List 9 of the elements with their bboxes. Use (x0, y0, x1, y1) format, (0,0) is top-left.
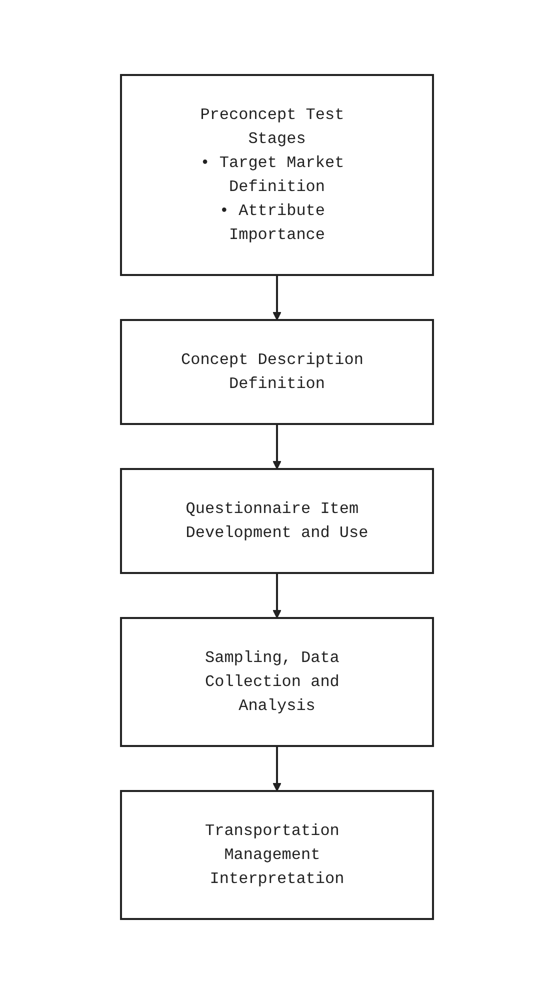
arrow (272, 424, 282, 470)
node-box: Questionnaire Item Development and Use (120, 468, 434, 574)
arrow (272, 275, 282, 320)
node-box: Sampling, Data Collection and Analysis (120, 617, 434, 747)
node-box: Transportation Management Interpretation (120, 790, 434, 920)
node-box: Concept Description Definition (120, 319, 434, 425)
node-box: Preconcept Test Stages • Target Market Definition • Attribute Importance (120, 74, 434, 276)
arrow (272, 573, 282, 618)
arrow (272, 746, 282, 792)
